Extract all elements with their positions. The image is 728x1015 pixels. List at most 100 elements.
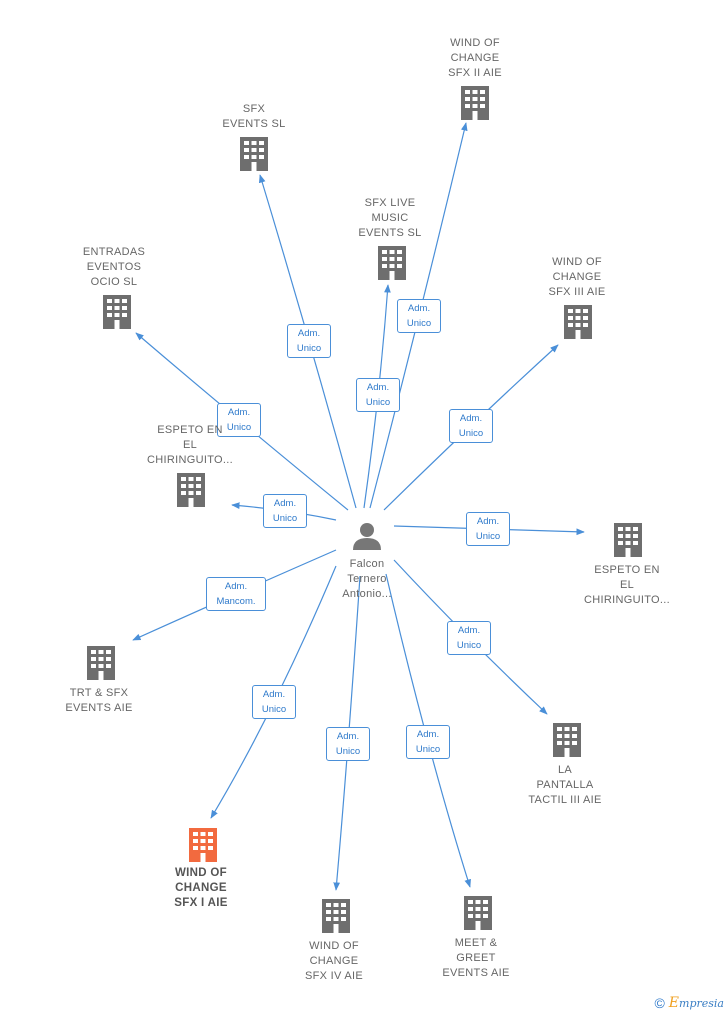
center-label-line: Falcon — [349, 558, 385, 570]
brand-name: mpresia — [679, 997, 724, 1010]
edge-label-trt-sfx-events[interactable]: Adm. Mancom. — [206, 577, 266, 611]
node-label-line: WIND OF — [309, 940, 359, 952]
node-label-line: EVENTOS — [86, 261, 142, 273]
person-icon[interactable] — [353, 523, 381, 550]
building-icon[interactable] — [240, 137, 268, 171]
edge-label-line: Unico — [335, 746, 361, 757]
edge-label-line: Adm. — [476, 516, 500, 527]
node-label-entradas-eventos-ocio-sl[interactable]: ENTRADAS EVENTOS OCIO SL — [54, 245, 174, 290]
edge-label-line: Unico — [272, 513, 298, 524]
edge-label-line: Unico — [226, 422, 252, 433]
node-label-line: WIND OF — [552, 256, 602, 268]
node-label-trt-sfx-events[interactable]: TRT & SFX EVENTS AIE — [39, 686, 159, 716]
edge-label-meet-greet-events[interactable]: Adm. Unico — [406, 725, 450, 759]
node-label-meet-greet-events[interactable]: MEET & GREET EVENTS AIE — [416, 936, 536, 981]
node-label-line: SFX LIVE — [364, 197, 416, 209]
building-icon[interactable] — [87, 646, 115, 680]
edge-label-line: Adm. — [224, 581, 248, 592]
edge-label-sfx-live-music-events-sl[interactable]: Adm.Unico — [356, 378, 400, 412]
edge-label-wind-of-change-sfx-i[interactable]: Adm. Unico — [252, 685, 296, 719]
node-label-sfx-events-sl[interactable]: SFX EVENTS SL — [194, 102, 314, 132]
edge-label-line: Unico — [296, 343, 322, 354]
edge-label-line: Adm. — [457, 625, 481, 636]
edge-label-entradas-eventos-ocio-sl[interactable]: Adm. Unico — [217, 403, 261, 437]
node-label-line: SFX I AIE — [174, 897, 228, 909]
edge-label-espeto-en-el-chiringuito-1[interactable]: Adm. Unico — [263, 494, 307, 528]
node-label-line: CHIRINGUITO... — [147, 454, 233, 466]
edge-label-la-pantalla-tactil-iii[interactable]: Adm. Unico — [447, 621, 491, 655]
node-label-line: MEET & — [454, 937, 498, 949]
edge-label-line: Adm. — [336, 731, 360, 742]
edge-label-line: Adm. — [366, 382, 390, 393]
node-label-wind-of-change-sfx-i[interactable]: WIND OF CHANGE SFX I AIE — [141, 866, 261, 911]
center-label-line: Antonio... — [342, 588, 392, 600]
building-icon[interactable] — [464, 896, 492, 930]
node-label-espeto-en-el-chiringuito-1[interactable]: ESPETO EN EL CHIRINGUITO... — [130, 423, 250, 468]
node-label-line: SFX IV AIE — [304, 970, 364, 982]
node-label-line: WIND OF — [175, 867, 227, 879]
node-label-line: TACTIL III AIE — [528, 794, 602, 806]
node-label-line: ENTRADAS — [82, 246, 146, 258]
node-label-line: GREET — [456, 952, 496, 964]
node-label-line: TRT & SFX — [69, 687, 129, 699]
edge-label-sfx-events-sl[interactable]: Adm. Unico — [287, 324, 331, 358]
edge-label-line: Adm. — [297, 328, 321, 339]
building-icon[interactable] — [378, 246, 406, 280]
edge-label-line: Adm. — [227, 407, 251, 418]
building-icon[interactable] — [564, 305, 592, 339]
building-icon[interactable] — [322, 899, 350, 933]
building-icon[interactable] — [553, 723, 581, 757]
node-label-line: ESPETO EN — [157, 424, 223, 436]
node-label-line: CHANGE — [175, 882, 227, 894]
building-icon[interactable] — [103, 295, 131, 329]
node-label-line: CHANGE — [450, 52, 500, 64]
node-label-line: PANTALLA — [536, 779, 594, 791]
brand-initial: E — [668, 995, 680, 1011]
building-icon[interactable] — [461, 86, 489, 120]
node-label-line: SFX — [242, 103, 266, 115]
node-label-line: WIND OF — [450, 37, 500, 49]
edge-label-line: Adm. — [459, 413, 483, 424]
edge-label-line: Mancom. — [216, 596, 256, 607]
edge-label-line: Adm. — [262, 689, 286, 700]
brand-logo[interactable]: Empresia — [669, 995, 724, 1011]
node-label-line: LA — [557, 764, 573, 776]
edge-label-line: Unico — [415, 744, 441, 755]
footer: © Empresia — [654, 995, 724, 1011]
node-label-line: ESPETO EN — [594, 564, 660, 576]
node-label-line: SFX II AIE — [448, 67, 502, 79]
edge-label-wind-of-change-sfx-iv[interactable]: Adm. Unico — [326, 727, 370, 761]
edge-label-line: Unico — [261, 704, 287, 715]
node-label-line: EL — [182, 439, 198, 451]
node-label-line: EVENTS SL — [358, 227, 422, 239]
copyright-icon: © — [654, 995, 665, 1011]
node-label-line: EL — [619, 579, 635, 591]
center-label-line: Ternero — [347, 573, 387, 585]
node-label-espeto-en-el-chiringuito-2[interactable]: ESPETO EN EL CHIRINGUITO... — [567, 563, 687, 608]
node-label-line: EVENTS SL — [222, 118, 286, 130]
node-label-line: OCIO SL — [90, 276, 138, 288]
node-label-line: EVENTS AIE — [65, 702, 133, 714]
node-label-la-pantalla-tactil-iii[interactable]: LA PANTALLA TACTIL III AIE — [505, 763, 625, 808]
building-icon[interactable] — [177, 473, 205, 507]
building-icon[interactable] — [189, 828, 217, 862]
node-label-wind-of-change-sfx-ii[interactable]: WIND OF CHANGE SFX II AIE — [415, 36, 535, 81]
node-label-line: EVENTS AIE — [442, 967, 510, 979]
edge-label-line: Adm. — [416, 729, 440, 740]
node-label-line: CHIRINGUITO... — [584, 594, 670, 606]
building-icon[interactable] — [614, 523, 642, 557]
edge-label-line: Unico — [475, 531, 501, 542]
edge-label-espeto-en-el-chiringuito-2[interactable]: Adm. Unico — [466, 512, 510, 546]
edge-label-wind-of-change-sfx-iii[interactable]: Adm. Unico — [449, 409, 493, 443]
edge-label-line: Adm. — [273, 498, 297, 509]
edge-label-line: Adm. — [407, 303, 431, 314]
edge-label-wind-of-change-sfx-ii[interactable]: Adm.Unico — [397, 299, 441, 333]
node-label-line: SFX III AIE — [548, 286, 606, 298]
edge-label-line: Unico — [456, 640, 482, 651]
edge-label-line: Unico — [458, 428, 484, 439]
